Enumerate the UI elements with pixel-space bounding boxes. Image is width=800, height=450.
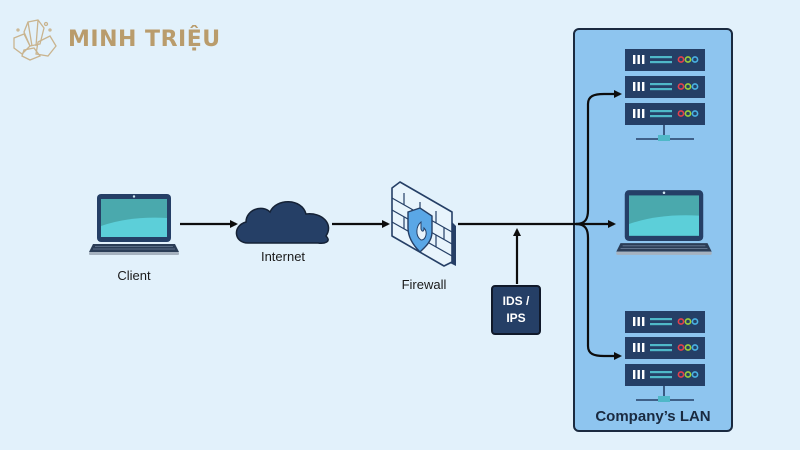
internet-cloud-icon	[235, 201, 330, 244]
brand-logo: MINH TRIỆU	[10, 16, 221, 62]
internet-label: Internet	[260, 249, 306, 264]
firewall-shield-icon	[391, 181, 456, 267]
client-label: Client	[117, 268, 151, 283]
edge-to-top-servers	[575, 90, 622, 226]
ids-label: IDS /	[502, 294, 530, 308]
server-rack-bottom	[625, 311, 705, 402]
firewall-label: Firewall	[401, 277, 447, 292]
lan-laptop-icon	[616, 189, 712, 256]
ips-label: IPS	[506, 311, 526, 325]
server-rack-top	[625, 49, 705, 141]
edge-to-bottom-servers	[575, 222, 622, 360]
company-lan-label: Company’s LAN	[595, 408, 711, 425]
client-laptop-icon	[88, 193, 180, 256]
ids-ips-box: IDS / IPS	[491, 285, 541, 335]
crystal-logo-icon	[13, 19, 57, 61]
brand-name: MINH TRIỆU	[68, 26, 221, 52]
